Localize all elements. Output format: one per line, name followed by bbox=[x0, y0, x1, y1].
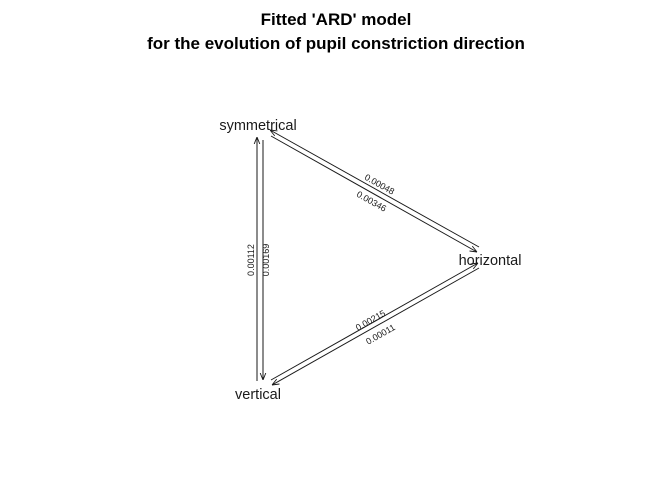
state-label-vertical: vertical bbox=[235, 387, 281, 403]
diagram-title-line-1: Fitted 'ARD' model bbox=[261, 10, 412, 29]
state-label-symmetrical: symmetrical bbox=[219, 118, 296, 134]
diagram-title-line-2: for the evolution of pupil constriction … bbox=[147, 34, 525, 53]
rate-label-symmetrical-to-vertical: 0.00169 bbox=[261, 244, 271, 277]
rate-label-vertical-to-symmetrical: 0.00112 bbox=[246, 244, 256, 276]
state-label-horizontal: horizontal bbox=[459, 253, 522, 269]
edge-symmetrical-to-horizontal bbox=[270, 135, 477, 252]
edge-horizontal-to-vertical bbox=[272, 267, 480, 385]
edge-vertical-to-horizontal bbox=[270, 263, 478, 381]
edge-horizontal-to-symmetrical bbox=[270, 130, 480, 248]
